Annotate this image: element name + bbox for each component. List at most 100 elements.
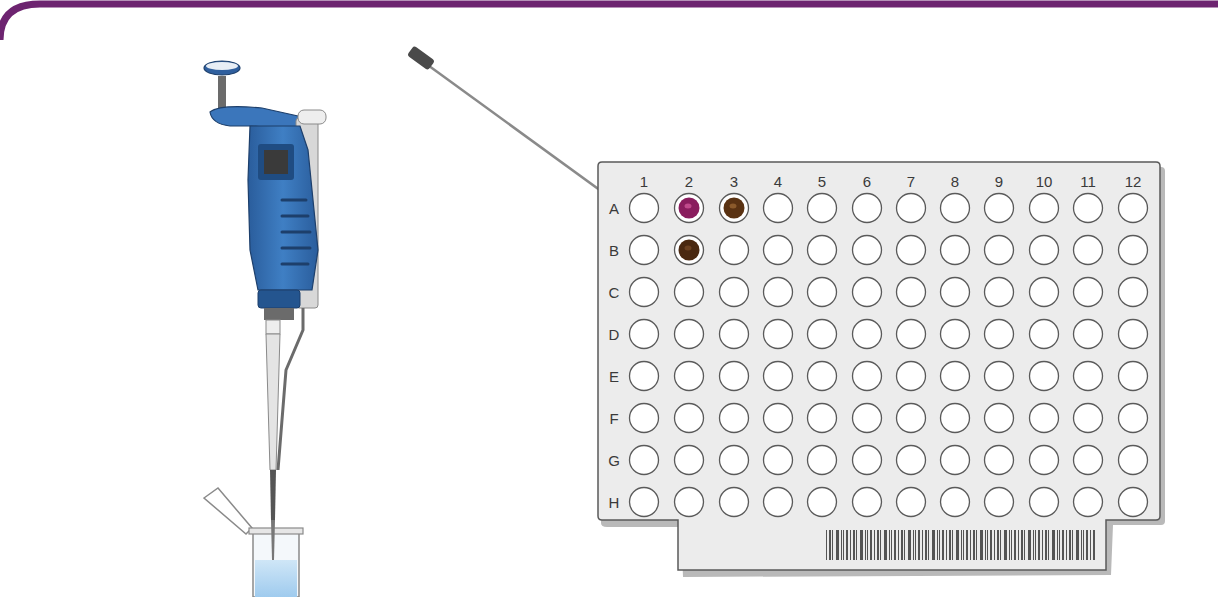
row-letter: E <box>609 369 619 384</box>
well <box>897 404 926 433</box>
well <box>853 278 882 307</box>
well <box>1030 404 1059 433</box>
well <box>764 236 793 265</box>
well <box>941 278 970 307</box>
well <box>630 404 659 433</box>
well <box>764 278 793 307</box>
well <box>675 404 704 433</box>
row-letter: G <box>608 453 620 468</box>
well <box>808 404 837 433</box>
well <box>1119 446 1148 475</box>
well <box>630 362 659 391</box>
well <box>1074 404 1103 433</box>
well <box>720 278 749 307</box>
probe <box>407 46 673 245</box>
well <box>853 320 882 349</box>
well <box>897 278 926 307</box>
well <box>941 488 970 517</box>
well <box>630 194 659 223</box>
well <box>1030 446 1059 475</box>
column-number: 6 <box>863 174 871 189</box>
well <box>941 446 970 475</box>
well <box>1119 488 1148 517</box>
well <box>985 320 1014 349</box>
well <box>720 236 749 265</box>
well <box>1119 362 1148 391</box>
well <box>808 488 837 517</box>
well <box>720 320 749 349</box>
well <box>630 278 659 307</box>
barcode <box>826 530 1095 560</box>
column-number: 12 <box>1125 174 1142 189</box>
well <box>764 320 793 349</box>
well <box>1030 488 1059 517</box>
well <box>720 488 749 517</box>
well <box>1030 362 1059 391</box>
pipette <box>204 61 326 560</box>
well <box>985 278 1014 307</box>
well <box>1074 320 1103 349</box>
well <box>675 320 704 349</box>
well <box>1074 446 1103 475</box>
well <box>853 362 882 391</box>
well <box>764 194 793 223</box>
well <box>941 236 970 265</box>
row-letter: D <box>609 327 620 342</box>
well <box>808 194 837 223</box>
well <box>764 446 793 475</box>
well <box>985 446 1014 475</box>
well <box>808 362 837 391</box>
row-letter: C <box>609 285 620 300</box>
well <box>853 446 882 475</box>
well-plate <box>598 162 1165 577</box>
well <box>720 404 749 433</box>
well <box>941 404 970 433</box>
well <box>720 194 749 223</box>
well <box>853 194 882 223</box>
column-number: 5 <box>818 174 826 189</box>
well <box>1074 194 1103 223</box>
frame-border <box>0 4 1218 40</box>
column-number: 9 <box>995 174 1003 189</box>
column-number: 11 <box>1080 174 1096 189</box>
well <box>897 362 926 391</box>
well <box>720 446 749 475</box>
well <box>764 488 793 517</box>
well <box>630 446 659 475</box>
well <box>808 236 837 265</box>
well <box>675 446 704 475</box>
well <box>853 236 882 265</box>
well <box>764 404 793 433</box>
well <box>720 362 749 391</box>
well <box>1074 236 1103 265</box>
column-number: 2 <box>685 174 693 189</box>
well <box>1119 194 1148 223</box>
column-number: 4 <box>774 174 782 189</box>
well <box>1119 320 1148 349</box>
well <box>675 236 704 265</box>
well <box>1030 278 1059 307</box>
well <box>897 446 926 475</box>
well <box>985 404 1014 433</box>
row-letter: B <box>609 243 619 258</box>
well <box>985 194 1014 223</box>
well <box>1030 236 1059 265</box>
row-letter: A <box>609 201 619 216</box>
well <box>675 278 704 307</box>
well <box>1030 320 1059 349</box>
well <box>764 362 793 391</box>
well <box>630 236 659 265</box>
column-number: 3 <box>730 174 738 189</box>
column-number: 10 <box>1036 174 1053 189</box>
well <box>630 488 659 517</box>
row-letter: H <box>609 495 620 510</box>
well <box>897 236 926 265</box>
column-number: 1 <box>640 174 648 189</box>
well <box>985 488 1014 517</box>
well <box>1074 362 1103 391</box>
well <box>675 362 704 391</box>
well <box>941 362 970 391</box>
well <box>675 194 704 223</box>
well <box>897 194 926 223</box>
